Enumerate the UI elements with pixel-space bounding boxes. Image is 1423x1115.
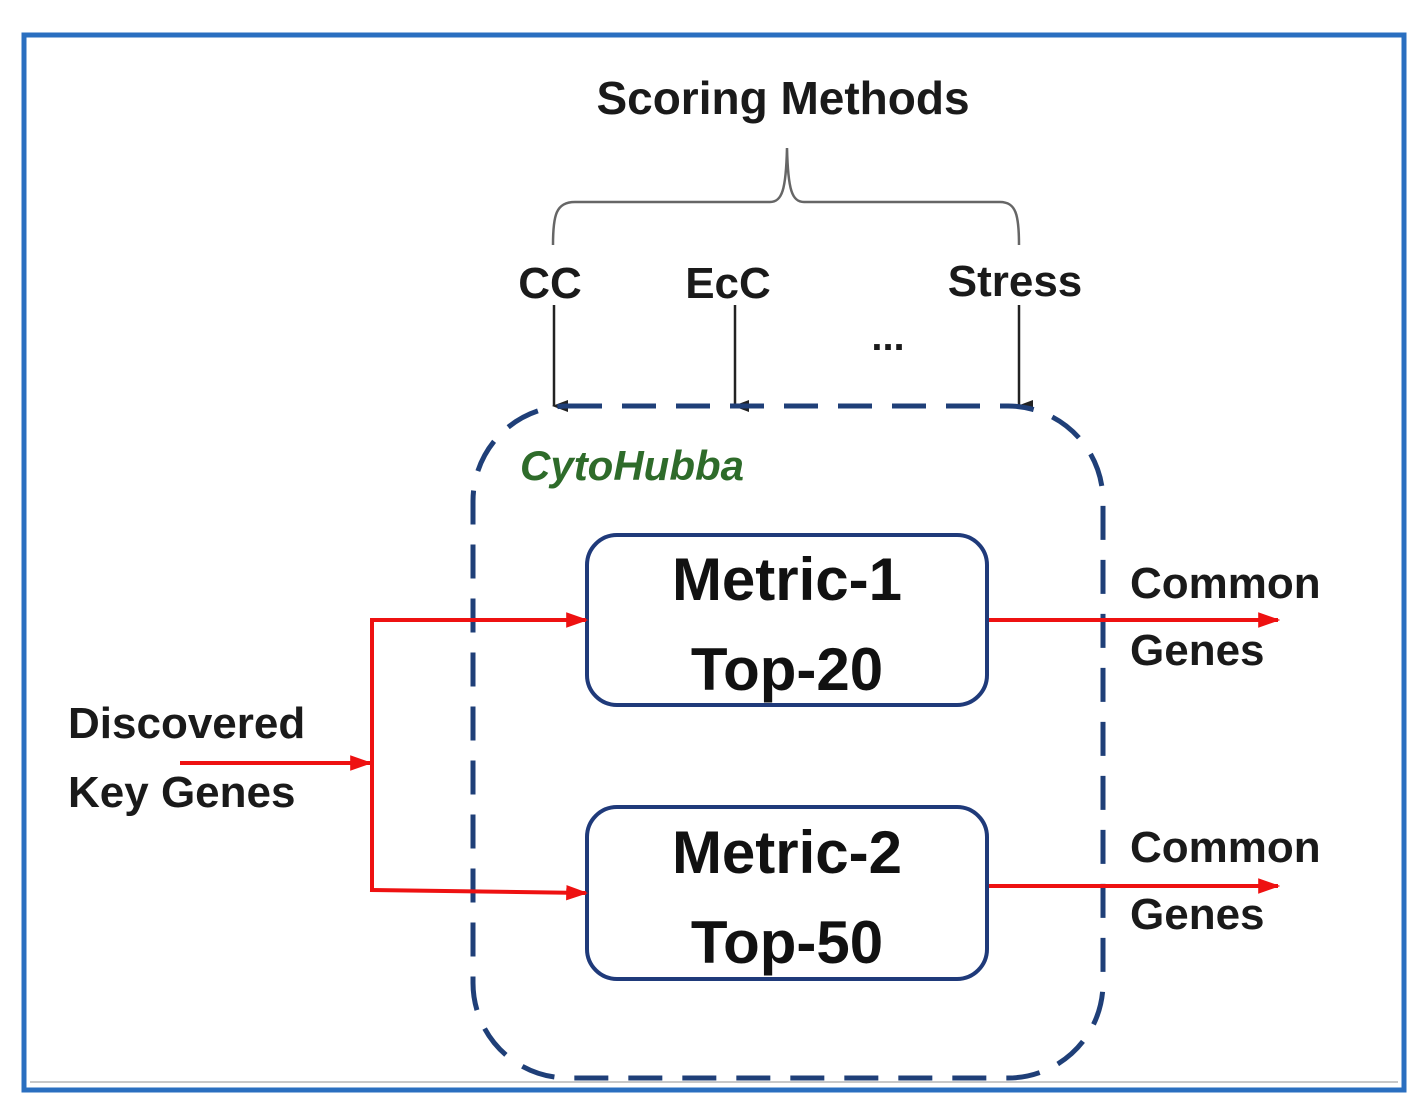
input-label-line2: Key Genes — [68, 768, 295, 817]
methods-brace — [551, 147, 1021, 246]
method-label-ecc: EcC — [685, 259, 771, 308]
outer-frame — [21, 32, 1407, 1093]
output-2-line1: Common — [1130, 823, 1321, 872]
arrow-to-metric-2 — [369, 885, 589, 901]
metric-box-2-line1: Metric-2 — [672, 819, 902, 886]
output-1-line2: Genes — [1130, 626, 1265, 675]
output-1-line1: Common — [1130, 559, 1321, 608]
output-2-line2: Genes — [1130, 890, 1265, 939]
metric-box-1: Metric-1 Top-20 — [585, 533, 989, 707]
metric-box-1-line1: Metric-1 — [672, 546, 902, 613]
method-label-ellipsis: ... — [871, 315, 904, 359]
scoring-methods-title: Scoring Methods — [596, 72, 969, 124]
metric-box-2-line2: Top-50 — [691, 909, 883, 976]
metric-box-1-line2: Top-20 — [691, 636, 883, 703]
method-label-cc: CC — [518, 259, 582, 308]
input-label-line1: Discovered — [68, 699, 305, 748]
method-label-stress: Stress — [948, 257, 1083, 306]
metric-box-2: Metric-2 Top-50 — [585, 805, 989, 981]
cytohubba-label: CytoHubba — [520, 442, 744, 489]
cytohubba-container — [470, 403, 1106, 1081]
